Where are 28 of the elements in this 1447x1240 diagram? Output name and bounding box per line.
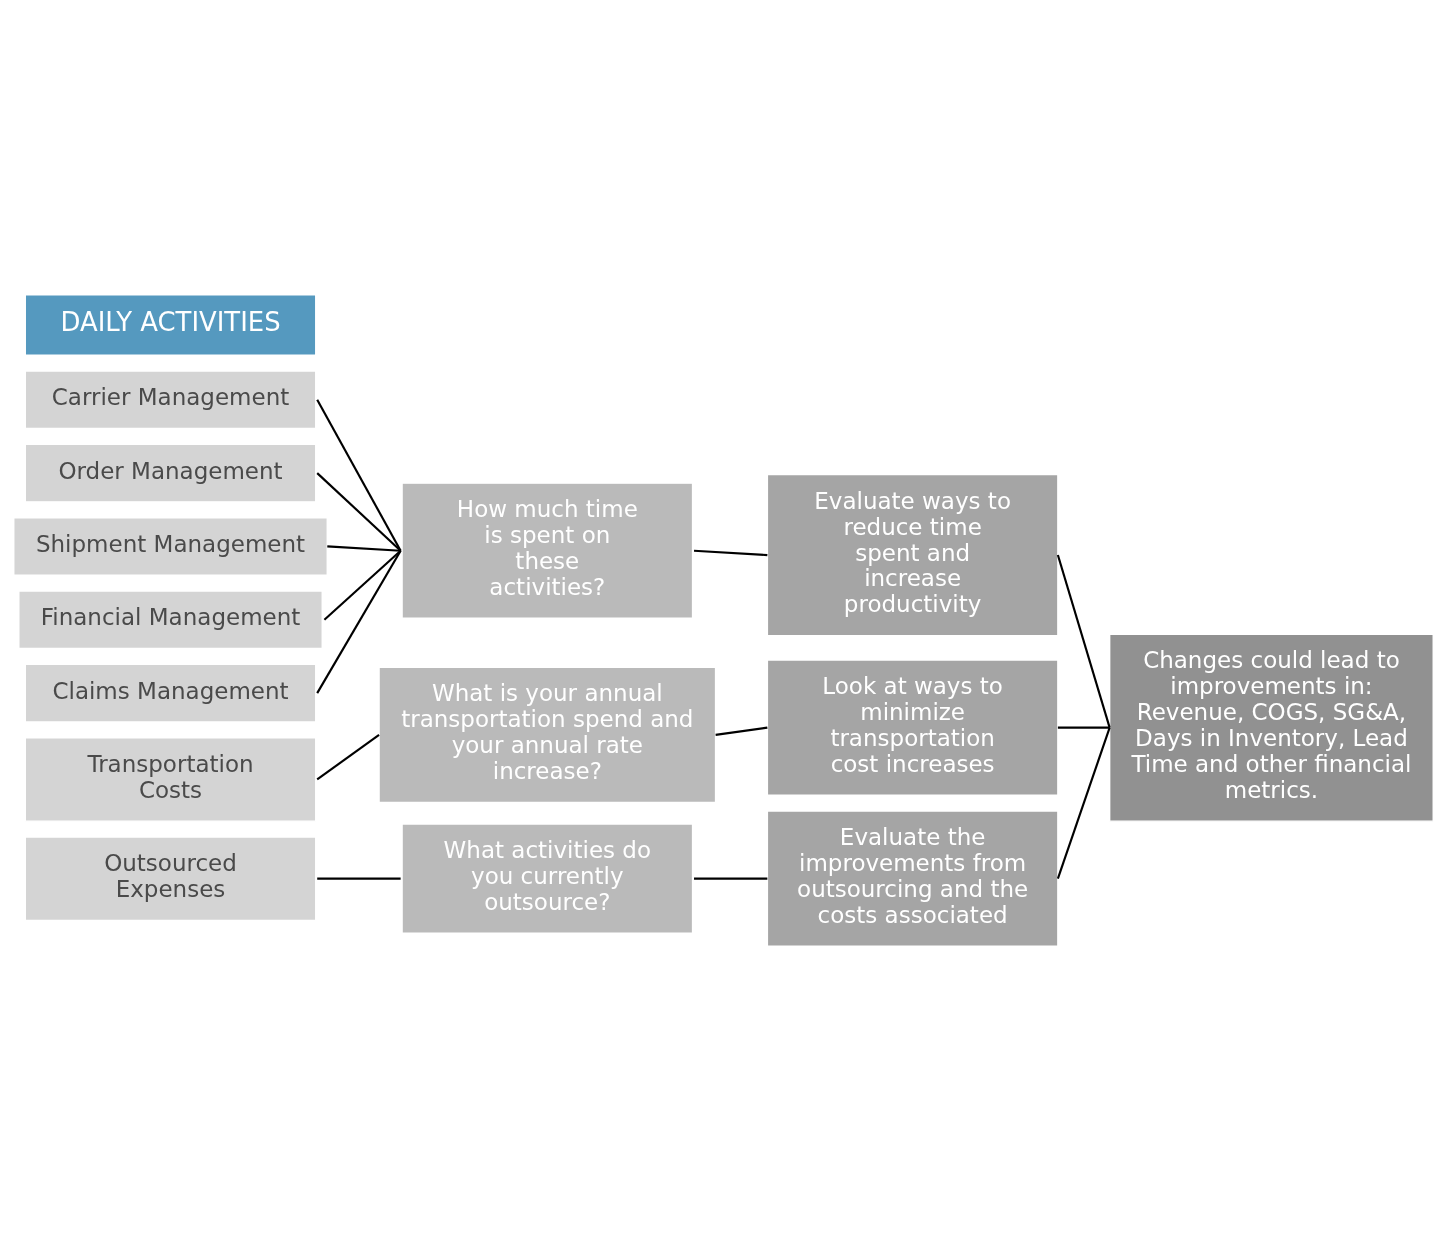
node-box: What activities do you currently outsource? [401, 822, 694, 934]
connector [1056, 554, 1111, 728]
connector [693, 549, 768, 556]
node-box: Outsourced Expenses [24, 835, 317, 921]
connector [317, 877, 401, 880]
node-box: Transportation Costs [24, 736, 317, 822]
node-box: How much time is spent on these activities? [401, 481, 694, 619]
node-box: Evaluate the improvements from outsourcing and the costs associated [766, 809, 1059, 947]
connector [715, 726, 768, 736]
node-box: Carrier Management [24, 369, 317, 429]
connector [316, 549, 402, 694]
connector [1056, 726, 1111, 879]
connector [1057, 726, 1110, 729]
node-box: DAILY ACTIVITIES [24, 293, 317, 356]
node-box: What is your annual transportation spend and your annual rate increase? [378, 666, 717, 803]
connector [316, 471, 402, 552]
node-box: Financial Management [18, 589, 323, 649]
node-box: Changes could lead to improvements in: Revenue, COGS, SG&A, Days in Inventory, Lead Time and other financial metrics. [1108, 632, 1434, 822]
node-box: Claims Management [24, 663, 317, 723]
node-box: Shipment Management [13, 516, 328, 576]
node-box: Order Management [24, 443, 317, 503]
node-box: Look at ways to minimize transportation cost increases [766, 658, 1059, 796]
connector [323, 549, 402, 621]
connector [327, 544, 401, 552]
connector [316, 398, 402, 551]
node-box: Evaluate ways to reduce time spent and increase productivity [766, 473, 1059, 636]
connector [694, 877, 768, 880]
connector [316, 733, 380, 780]
